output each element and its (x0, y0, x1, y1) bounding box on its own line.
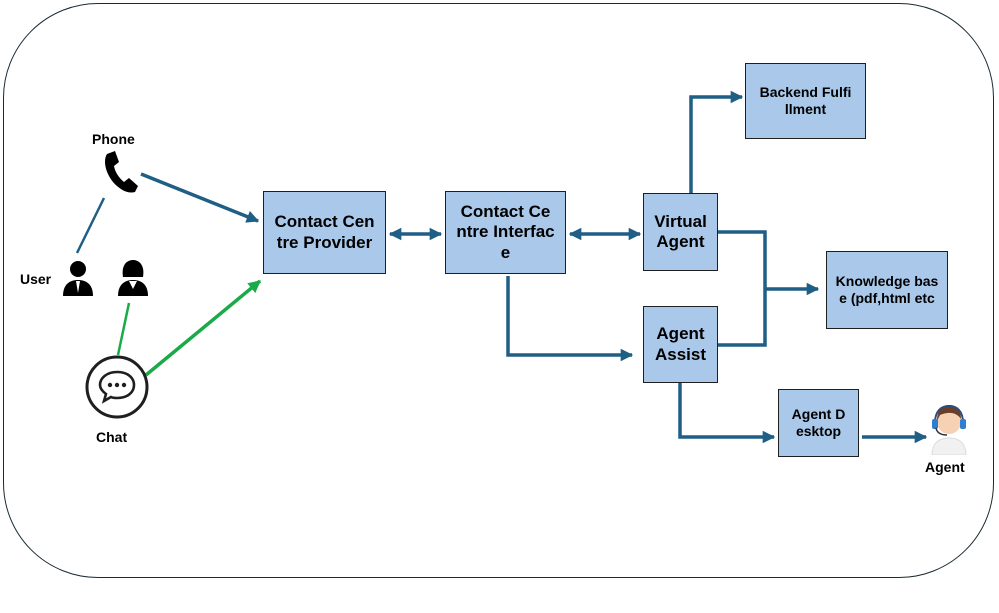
knowledge-base-box: Knowledge base (pdf,html etc (826, 251, 948, 329)
phone-user-line (75, 197, 106, 254)
chat-user-line (116, 302, 131, 356)
virtual-agent-box: Virtual Agent (643, 193, 718, 271)
agent-assist-to-desktop-arrow (678, 383, 776, 444)
phone-to-provider-arrow (140, 172, 260, 223)
agent-label: Agent (925, 459, 965, 475)
chat-to-provider-arrow (144, 279, 262, 377)
virtual-agent-to-backend-arrow (689, 90, 744, 193)
chat-label: Chat (96, 429, 128, 445)
interface-to-agent-assist-arrow (506, 276, 634, 362)
backend-fulfillment-box: Backend Fulfillment (745, 63, 866, 139)
user-label: User (20, 271, 52, 287)
virtual-agent-to-kb-connector (718, 230, 767, 347)
user-female-icon (118, 260, 148, 296)
user-male-icon (63, 261, 93, 296)
agent-desktop-box: Agent Desktop (778, 389, 859, 457)
phone-label: Phone (92, 131, 135, 147)
agent-headset-icon (931, 404, 967, 455)
contact-centre-provider-box: Contact Centre Provider (263, 191, 386, 274)
contact-centre-interface-box: Contact Centre Interface (445, 191, 566, 274)
phone-icon (105, 151, 138, 193)
chat-icon (85, 355, 149, 419)
agent-assist-box: Agent Assist (643, 306, 718, 383)
